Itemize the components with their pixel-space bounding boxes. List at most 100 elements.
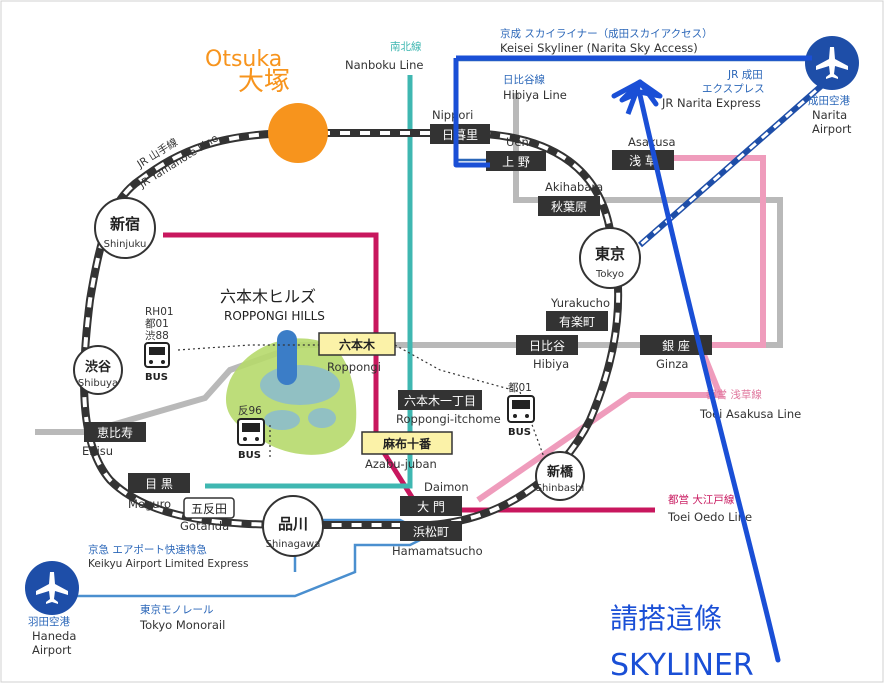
station-hamamatsucho-jp: 浜松町 xyxy=(413,525,449,539)
station-yurakucho[interactable]: Yurakucho 有楽町 xyxy=(546,296,610,331)
station-roppongi-itchome-jp: 六本木一丁目 xyxy=(404,394,476,408)
station-roppongi[interactable]: 六本木 Roppongi xyxy=(318,332,396,374)
oedo-label-en: Toei Oedo Line xyxy=(667,510,752,524)
nanboku-label-en: Nanboku Line xyxy=(345,58,424,72)
station-meguro[interactable]: 目 黒 Meguro xyxy=(128,473,190,511)
station-tokyo-en: Tokyo xyxy=(595,269,624,280)
asakusa-label-jp: 都営 浅草線 xyxy=(706,388,762,401)
station-ginza-jp: 銀 座 xyxy=(662,338,690,353)
otsuka-title-jp: 大塚 xyxy=(238,67,290,97)
station-roppongi-en: Roppongi xyxy=(327,360,381,374)
narita-airport[interactable]: 成田空港 Narita Airport xyxy=(805,36,859,136)
skyliner-annotation: 請搭這條 SKYLINER xyxy=(453,55,812,683)
annotation-line1: 請搭這條 xyxy=(610,602,722,635)
station-tokyo[interactable]: 東京 Tokyo xyxy=(579,227,641,289)
station-shibuya-jp: 渋谷 xyxy=(85,359,112,375)
station-azabu-juban[interactable]: 麻布十番 Azabu-juban xyxy=(361,431,453,471)
haneda-en2: Airport xyxy=(32,643,72,657)
station-ueno-en: Ueno xyxy=(506,135,536,149)
station-akihabara-en: Akihabara xyxy=(545,180,603,194)
station-shinagawa-en: Shinagawa xyxy=(266,539,321,550)
station-hibiya[interactable]: 日比谷 Hibiya xyxy=(516,335,578,371)
station-roppongi-itchome-en: Roppongi-itchome xyxy=(396,412,501,426)
haneda-jp: 羽田空港 xyxy=(28,615,70,628)
annotation-route-highlight xyxy=(453,58,490,168)
bus-stop-gotanda[interactable]: 反96 BUS xyxy=(237,405,265,461)
station-nippori[interactable]: Nippori 日暮里 xyxy=(430,108,490,144)
station-daimon[interactable]: Daimon 大 門 xyxy=(400,480,469,516)
station-tokyo-jp: 東京 xyxy=(595,245,625,263)
monorail-line xyxy=(70,533,431,598)
bus-route: 反96 xyxy=(238,405,262,417)
bus-route: RH01 xyxy=(145,306,174,318)
bus-label: BUS xyxy=(145,372,168,383)
haneda-en1: Haneda xyxy=(32,629,76,643)
station-shinbashi[interactable]: 新橋 Shinbashi xyxy=(535,451,585,501)
station-shinbashi-en: Shinbashi xyxy=(536,483,585,494)
station-gotanda-jp: 五反田 xyxy=(191,502,227,516)
keisei-label-en: Keisei Skyliner (Narita Sky Access) xyxy=(500,41,698,55)
bus-connectors xyxy=(177,344,546,461)
station-meguro-en: Meguro xyxy=(128,497,171,511)
bus-stop-shinbashi[interactable]: 都01 BUS xyxy=(507,382,535,438)
haneda-airport[interactable]: 羽田空港 Haneda Airport xyxy=(25,561,79,657)
monorail-label-en: Tokyo Monorail xyxy=(139,618,225,632)
monorail-label-jp: 東京モノレール xyxy=(140,603,214,616)
station-asakusa-jp: 浅 草 xyxy=(629,154,657,168)
station-akihabara[interactable]: Akihabara 秋葉原 xyxy=(538,180,603,216)
station-roppongi-itchome[interactable]: 六本木一丁目 Roppongi-itchome xyxy=(396,390,501,426)
bus-route: 渋88 xyxy=(145,329,169,342)
station-akihabara-jp: 秋葉原 xyxy=(551,200,587,214)
station-shinbashi-jp: 新橋 xyxy=(547,464,574,480)
station-hamamatsucho[interactable]: 浜松町 Hamamatsucho xyxy=(392,521,483,558)
station-hibiya-en: Hibiya xyxy=(533,357,569,371)
asakusa-label-en: Toei Asakusa Line xyxy=(699,407,801,421)
station-azabu-juban-jp: 麻布十番 xyxy=(382,436,432,451)
oedo-label-jp: 都営 大江戸線 xyxy=(668,493,735,506)
station-daimon-jp: 大 門 xyxy=(417,500,445,514)
station-gotanda[interactable]: 五反田 Gotanda xyxy=(180,497,235,533)
station-ebisu[interactable]: 恵比寿 Ebisu xyxy=(82,422,146,458)
nanboku-line xyxy=(205,75,413,489)
keisei-label-jp: 京成 スカイライナー（成田スカイアクセス） xyxy=(500,27,713,40)
station-azabu-juban-en: Azabu-juban xyxy=(365,457,437,471)
station-ginza[interactable]: 銀 座 Ginza xyxy=(640,335,712,371)
station-ebisu-jp: 恵比寿 xyxy=(97,426,133,440)
station-daimon-en: Daimon xyxy=(424,480,469,494)
bus-icon xyxy=(507,395,535,423)
station-ginza-en: Ginza xyxy=(656,357,688,371)
station-roppongi-jp: 六本木 xyxy=(339,337,376,352)
station-shibuya-en: Shibuya xyxy=(78,378,118,389)
bus-stop-shibuya[interactable]: RH01 都01 渋88 BUS xyxy=(144,306,174,383)
bus-label: BUS xyxy=(238,450,261,461)
bus-label: BUS xyxy=(508,427,531,438)
keikyu-label-jp: 京急 エアポート快速特急 xyxy=(88,543,207,556)
narita-en2: Airport xyxy=(812,122,852,136)
hibiya-label-en: Hibiya Line xyxy=(503,88,567,102)
airplane-icon xyxy=(36,572,68,604)
otsuka-title-en: Otsuka xyxy=(205,47,282,72)
mori-tower-icon xyxy=(277,330,297,385)
otsuka-station-marker xyxy=(268,103,328,163)
arrow-head-icon xyxy=(611,79,659,107)
station-shinagawa[interactable]: 品川 Shinagawa xyxy=(262,495,324,557)
nanboku-label-jp: 南北線 xyxy=(390,40,422,53)
narita-en1: Narita xyxy=(812,108,847,122)
station-hibiya-jp: 日比谷 xyxy=(529,339,565,353)
station-nippori-en: Nippori xyxy=(432,108,473,122)
station-shinjuku-en: Shinjuku xyxy=(104,239,147,250)
station-shinjuku[interactable]: 新宿 Shinjuku xyxy=(94,197,156,259)
station-shinjuku-jp: 新宿 xyxy=(110,215,140,233)
station-yurakucho-en: Yurakucho xyxy=(550,296,610,310)
station-shibuya[interactable]: 渋谷 Shibuya xyxy=(73,345,123,395)
station-hamamatsucho-en: Hamamatsucho xyxy=(392,544,483,558)
airplane-icon xyxy=(816,47,848,79)
hibiya-label-jp: 日比谷線 xyxy=(503,73,545,86)
roppongi-hills-label-jp: 六本木ヒルズ xyxy=(220,287,316,306)
station-yurakucho-jp: 有楽町 xyxy=(559,315,595,329)
station-ueno[interactable]: Ueno 上 野 xyxy=(486,135,546,171)
keikyu-label-en: Keikyu Airport Limited Express xyxy=(88,558,248,570)
